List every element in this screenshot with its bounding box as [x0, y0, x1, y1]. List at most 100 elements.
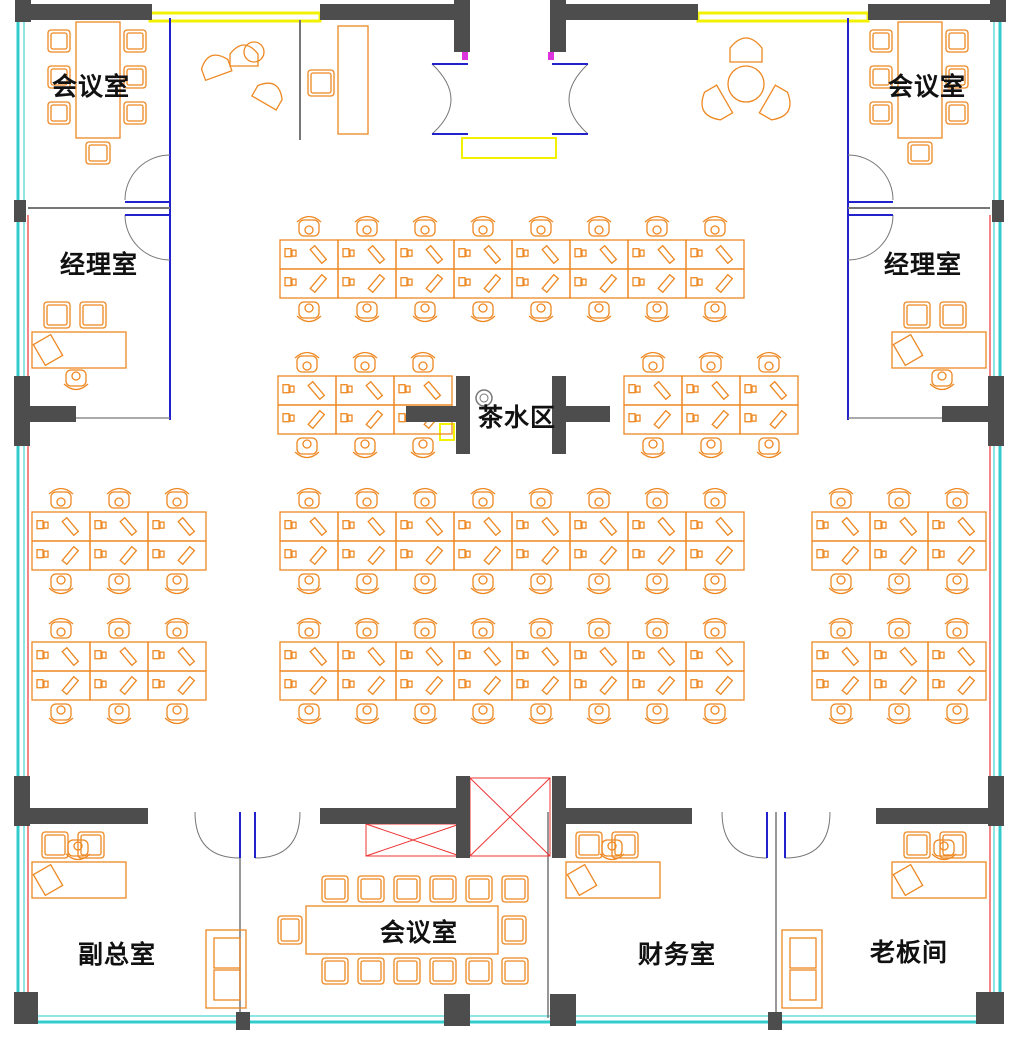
wall [320, 808, 456, 824]
door-swing [847, 214, 894, 261]
workstation [395, 268, 455, 299]
office-chair [410, 351, 436, 373]
wall [14, 200, 26, 222]
wall [14, 376, 30, 446]
workstation [335, 404, 395, 435]
wall [552, 776, 566, 858]
workstation [627, 511, 687, 542]
top-center-block [279, 215, 745, 323]
workstation [569, 268, 629, 299]
chair [393, 875, 421, 903]
workstation [147, 670, 207, 701]
workstation [681, 375, 741, 406]
workstation [147, 540, 207, 571]
office-chair [352, 351, 378, 373]
tea-right-block [623, 351, 799, 459]
workstation [569, 239, 629, 270]
workstation [869, 670, 929, 701]
office-chair [354, 487, 380, 509]
workstation [31, 670, 91, 701]
chair [575, 831, 603, 859]
vp-desk [31, 831, 127, 899]
office-chair [586, 617, 612, 639]
workstation [337, 540, 397, 571]
office-chair [586, 487, 612, 509]
workstation [511, 511, 571, 542]
chair [307, 69, 335, 97]
office-chair [886, 703, 912, 725]
office-chair [944, 573, 970, 595]
chair [501, 957, 529, 985]
office-chair [828, 487, 854, 509]
office-chair [106, 487, 132, 509]
office-chair [354, 301, 380, 323]
workstation [277, 375, 337, 406]
office-chair [296, 573, 322, 595]
workstation [869, 641, 929, 672]
workstation [337, 670, 397, 701]
workstation [569, 511, 629, 542]
office-chair [586, 215, 612, 237]
chair [945, 29, 969, 53]
workstation [627, 670, 687, 701]
workstation [927, 641, 987, 672]
office-chair [828, 573, 854, 595]
office-chair [352, 437, 378, 459]
workstation [395, 239, 455, 270]
room-label-meeting-top-left: 会议室 [52, 72, 131, 101]
office-chair [470, 617, 496, 639]
workstation [89, 511, 149, 542]
meeting-table-top-right [869, 21, 969, 165]
workstation [31, 540, 91, 571]
workstation [395, 670, 455, 701]
office-chair [528, 301, 554, 323]
lounge-left [200, 25, 369, 135]
chair [869, 65, 893, 89]
workstation [511, 268, 571, 299]
workstation [685, 239, 745, 270]
chair [43, 301, 71, 329]
office-chair [48, 703, 74, 725]
chair [945, 101, 969, 125]
workstation [685, 670, 745, 701]
workstation [811, 670, 871, 701]
office-chair [929, 369, 955, 391]
workstation [685, 511, 745, 542]
wall [14, 776, 30, 826]
workstation [337, 239, 397, 270]
chair [123, 65, 147, 89]
office-chair [412, 301, 438, 323]
workstation [453, 239, 513, 270]
office-chair [702, 703, 728, 725]
lounge-chair [200, 54, 233, 82]
manager-desk-left [31, 301, 127, 391]
chair [611, 831, 639, 859]
door-swing [194, 811, 241, 859]
workstation [811, 511, 871, 542]
wall [942, 406, 992, 422]
office-chair [294, 437, 320, 459]
chair [47, 101, 71, 125]
tea-left-block [277, 351, 453, 459]
lounge-right [701, 37, 791, 121]
office-chair [756, 437, 782, 459]
chair [357, 875, 385, 903]
entrance-door [431, 52, 589, 135]
workstation [869, 540, 929, 571]
chair [939, 301, 967, 329]
workstation [627, 268, 687, 299]
workstation [337, 511, 397, 542]
office-chair [296, 487, 322, 509]
room-label-meeting-bottom: 会议室 [380, 918, 459, 947]
wall [988, 776, 1004, 826]
office-chair [294, 351, 320, 373]
room-label-vice-president: 副总室 [78, 940, 157, 969]
office-chair [944, 617, 970, 639]
workstation [89, 670, 149, 701]
office-chair [644, 573, 670, 595]
chair [79, 301, 107, 329]
base-layer [16, 11, 1002, 1024]
right-block-1 [811, 487, 987, 595]
wall [30, 4, 152, 20]
